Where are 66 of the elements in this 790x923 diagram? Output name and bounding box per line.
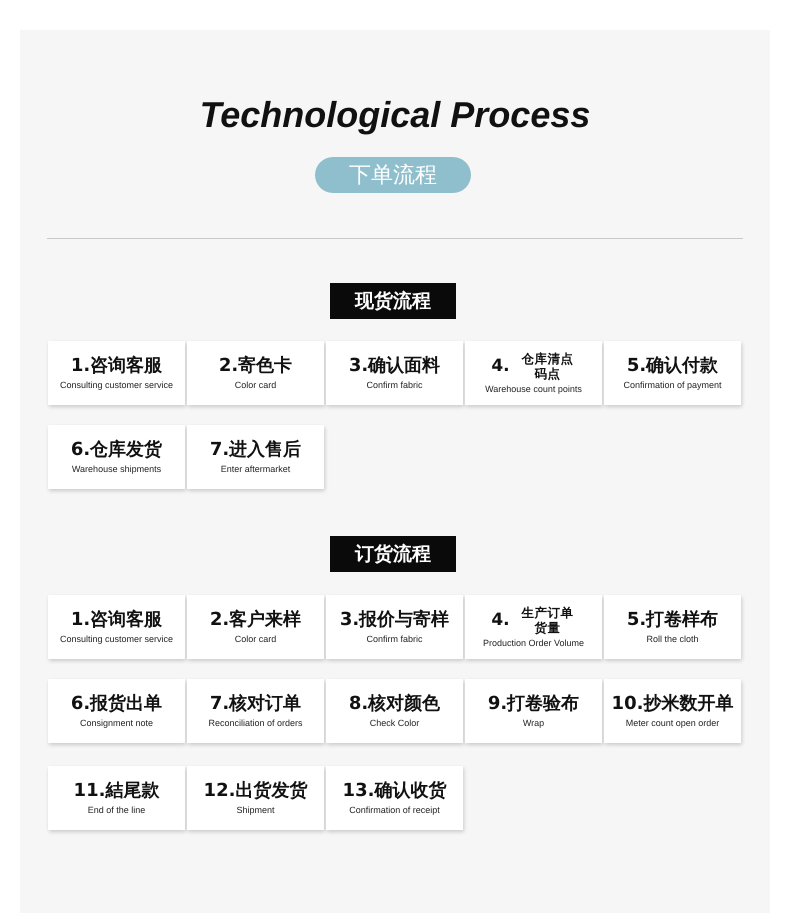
step-card xyxy=(187,341,324,405)
step-subtitle: Shipment xyxy=(236,804,275,816)
step-card xyxy=(48,766,185,830)
step-subtitle: End of the line xyxy=(88,804,146,816)
step-subtitle: Confirm fabric xyxy=(366,633,422,645)
step-card xyxy=(187,766,324,830)
step-subtitle: Wrap xyxy=(522,717,544,729)
step-title: 5.确认付款 xyxy=(626,355,718,377)
title: Technological Process xyxy=(200,94,590,136)
step-title: 7.核对订单 xyxy=(210,693,302,715)
step-subtitle: Check Color xyxy=(370,717,420,729)
step-title: 2.寄色卡 xyxy=(218,355,292,377)
step-subtitle: Meter count open order xyxy=(626,717,720,729)
step-number: 4. xyxy=(491,610,510,630)
step-subtitle: Color card xyxy=(234,633,276,645)
step-subtitle: Confirmation of payment xyxy=(623,379,722,391)
step-title: 6.仓库发货 xyxy=(70,439,162,461)
tag-pill: 下单流程 xyxy=(315,157,471,193)
section-heading: 订货流程 xyxy=(330,536,456,572)
step-card xyxy=(48,595,185,659)
step-title: 6.报货出单 xyxy=(70,693,162,715)
step-subtitle: Consignment note xyxy=(80,717,154,729)
step-subtitle: Warehouse count points xyxy=(485,383,582,395)
step-title: 13.确认收货 xyxy=(342,780,446,802)
step-title: 1.咨询客服 xyxy=(70,355,162,377)
step-subtitle: Confirmation of receipt xyxy=(349,804,440,816)
step-card xyxy=(326,679,463,743)
step-card xyxy=(48,679,185,743)
step-subtitle: Consulting customer service xyxy=(60,633,174,645)
step-title: 1.咨询客服 xyxy=(70,609,162,631)
step-card xyxy=(604,341,741,405)
step-title: 9.打卷验布 xyxy=(488,693,580,715)
step-title: 7.进入售后 xyxy=(210,439,302,461)
step-card xyxy=(187,679,324,743)
step-subtitle: Color card xyxy=(234,379,276,391)
step-subtitle: Consulting customer service xyxy=(60,379,174,391)
step-title: 12.出货发货 xyxy=(204,780,308,802)
step-title: 仓库清点码点 xyxy=(520,351,575,381)
step-subtitle: Enter aftermarket xyxy=(220,463,290,475)
step-title: 11.結尾款 xyxy=(74,780,160,802)
step-card xyxy=(48,341,185,405)
step-title: 5.打卷样布 xyxy=(626,609,718,631)
step-card xyxy=(604,595,741,659)
step-card xyxy=(326,766,463,830)
step-number: 4. xyxy=(491,356,510,376)
step-subtitle: Confirm fabric xyxy=(366,379,422,391)
step-subtitle: Production Order Volume xyxy=(482,637,584,649)
section-heading: 现货流程 xyxy=(330,283,456,319)
step-card xyxy=(465,341,602,405)
step-card xyxy=(48,425,185,489)
step-card xyxy=(465,679,602,743)
step-card xyxy=(326,341,463,405)
step-title: 3.确认面料 xyxy=(348,355,440,377)
step-title: 生产订单货量 xyxy=(520,605,575,635)
step-subtitle: Reconciliation of orders xyxy=(208,717,303,729)
step-card xyxy=(604,679,741,743)
step-card xyxy=(326,595,463,659)
step-subtitle: Warehouse shipments xyxy=(72,463,162,475)
step-card xyxy=(187,595,324,659)
step-title: 3.报价与寄样 xyxy=(340,609,450,631)
step-title: 2.客户来样 xyxy=(210,609,302,631)
step-title: 10.抄米数开单 xyxy=(612,693,734,715)
step-title: 8.核对颜色 xyxy=(348,693,440,715)
step-subtitle: Roll the cloth xyxy=(646,633,699,645)
step-card xyxy=(187,425,324,489)
step-card xyxy=(465,595,602,659)
